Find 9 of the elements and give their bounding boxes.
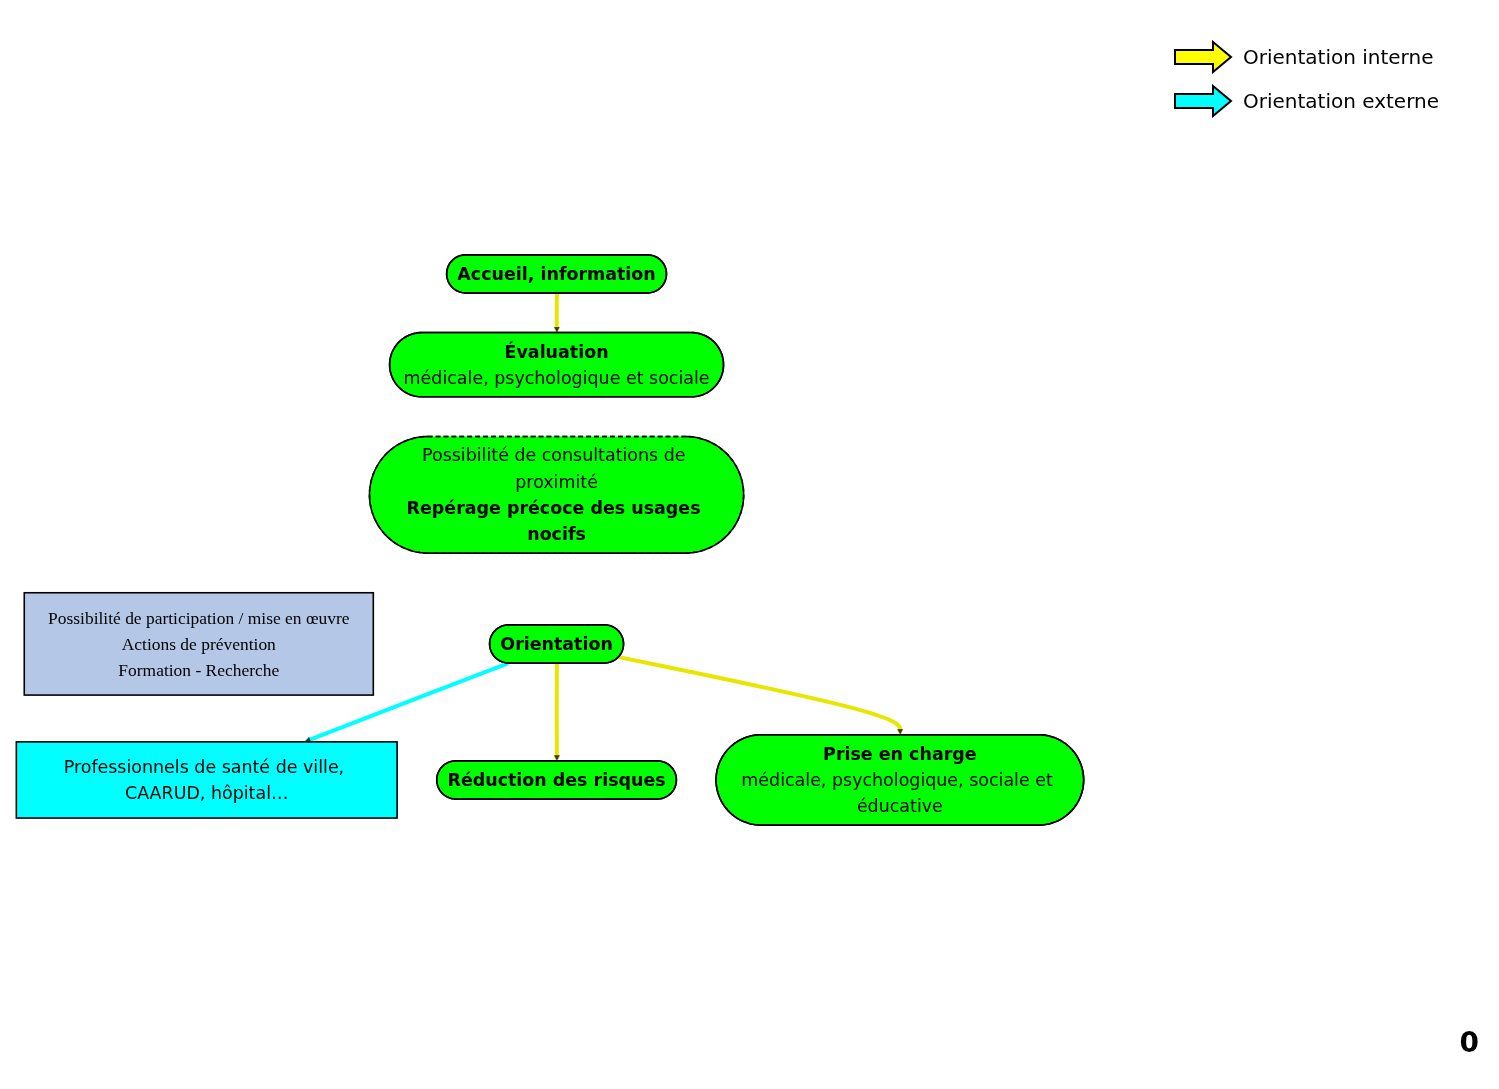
legend-text: Orientation interne xyxy=(1242,45,1434,69)
arrow xyxy=(618,655,904,736)
node-box: Possibilité de participation / mise en œuvre Actions de prévention Formation - Recherche xyxy=(23,591,375,696)
legend-text: Orientation externe xyxy=(1242,89,1439,113)
node-box: Professionnels de santé de ville, CAARUD, hôpital… xyxy=(15,741,398,819)
arrow xyxy=(553,663,561,762)
arrow xyxy=(553,293,561,334)
page-number: 0 xyxy=(1459,1026,1479,1059)
arrow xyxy=(304,661,509,743)
